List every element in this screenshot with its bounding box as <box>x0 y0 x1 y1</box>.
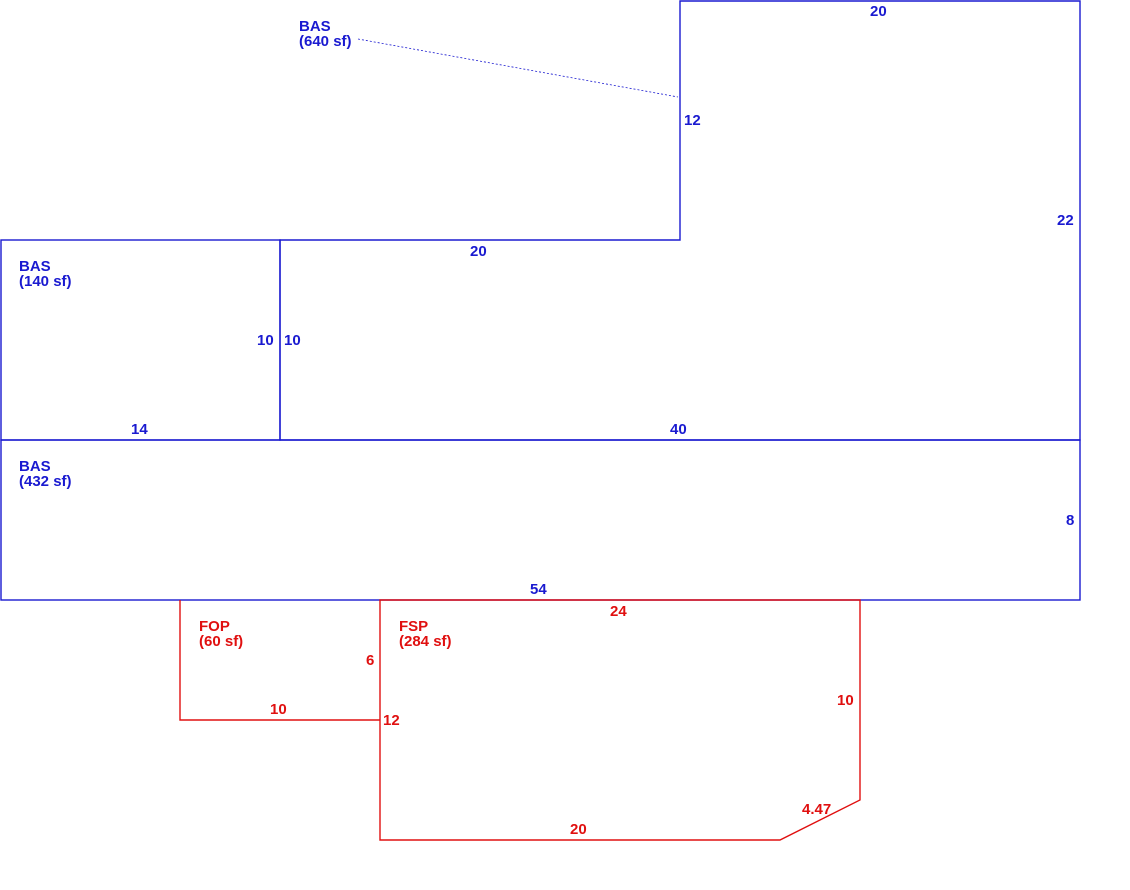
dim-bas1-top: 20 <box>870 3 887 20</box>
dim-bas3-right: 8 <box>1066 512 1074 529</box>
fsp-outline <box>379 599 861 841</box>
fop-outline <box>179 600 380 721</box>
dim-fsp-bottom: 20 <box>570 821 587 838</box>
bas-640-code: BAS <box>299 18 331 35</box>
dim-bas3-bottom: 54 <box>530 581 547 598</box>
dim-fop-bottom: 10 <box>270 701 287 718</box>
bas-432-outline <box>0 439 1081 601</box>
dim-fsp-left: 12 <box>383 712 400 729</box>
fop-area: (60 sf) <box>199 633 243 650</box>
bas-640-leader <box>357 38 679 98</box>
fsp-area: (284 sf) <box>399 633 452 650</box>
dim-fop-right: 6 <box>366 652 374 669</box>
dim-bas2-bottom: 14 <box>131 421 148 438</box>
dim-fsp-right: 10 <box>837 692 854 709</box>
fsp-code: FSP <box>399 618 428 635</box>
dim-bas1-bottom: 40 <box>670 421 687 438</box>
bas-140-area: (140 sf) <box>19 273 72 290</box>
bas-432-area: (432 sf) <box>19 473 72 490</box>
dim-fsp-diag: 4.47 <box>802 801 831 818</box>
dim-fsp-top: 24 <box>610 603 627 620</box>
dim-bas1-inner-top: 20 <box>470 243 487 260</box>
fop-code: FOP <box>199 618 230 635</box>
bas-640-area: (640 sf) <box>299 33 352 50</box>
bas-432-code: BAS <box>19 458 51 475</box>
dim-bas1-inner-left: 10 <box>284 332 301 349</box>
bas-140-code: BAS <box>19 258 51 275</box>
dim-bas1-right: 22 <box>1057 212 1074 229</box>
dim-bas1-left: 12 <box>684 112 701 129</box>
bas-640-outline <box>279 0 1081 441</box>
dim-bas2-right: 10 <box>257 332 274 349</box>
